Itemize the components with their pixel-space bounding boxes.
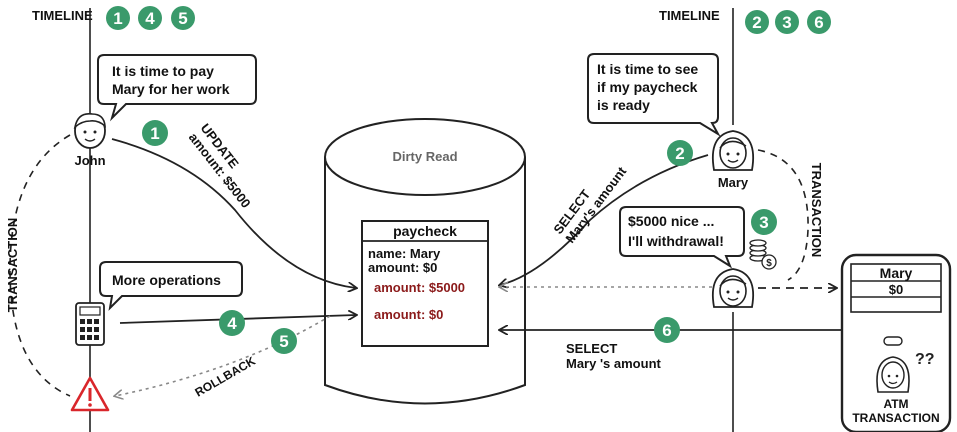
john-speech-bubble: It is time to pay Mary for her work [97, 54, 257, 122]
update-arrow [111, 138, 356, 288]
svg-text:6: 6 [814, 13, 823, 32]
mary-withdraw-line1: $5000 nice ... [628, 213, 714, 229]
rollback-arrow [115, 315, 331, 396]
atm-screen-amount: $0 [889, 282, 903, 297]
right-timeline: TIMELINE 2 3 6 [659, 8, 831, 432]
rollback-label: ROLLBACK [193, 354, 259, 400]
svg-text:4: 4 [145, 9, 155, 28]
svg-text:5: 5 [178, 9, 187, 28]
left-step-badge-4: 4 [138, 6, 162, 30]
mary-avatar-bottom-icon [712, 268, 754, 308]
john-avatar-icon [73, 112, 106, 149]
paycheck-table: paycheck name: Mary amount: $0 amount: $… [361, 220, 489, 347]
step-badge-6: 6 [654, 317, 680, 343]
select-arrow [500, 154, 709, 285]
step-badge-1: 1 [142, 120, 168, 146]
svg-text:1: 1 [150, 124, 159, 143]
svg-text:4: 4 [227, 314, 237, 333]
mary-speech-bubble: It is time to see if my paycheck is read… [587, 53, 721, 137]
paycheck-row-name: name: Mary [368, 246, 441, 261]
left-timeline: TIMELINE 1 4 5 [32, 6, 195, 432]
svg-text:$: $ [766, 258, 772, 269]
svg-text:3: 3 [782, 13, 791, 32]
left-transaction-label: TRANSACTION [5, 218, 20, 313]
paycheck-dirty-amount: amount: $5000 [374, 280, 465, 295]
atm-question-marks: ?? [915, 351, 935, 368]
step-badge-5: 5 [271, 328, 297, 354]
right-timeline-label: TIMELINE [659, 8, 720, 23]
mary-withdraw-bubble: $5000 nice ... I'll withdrawal! [619, 206, 745, 269]
svg-text:3: 3 [759, 213, 768, 232]
step-badge-3: 3 [751, 209, 777, 235]
warning-icon [70, 376, 110, 412]
more-operations-label: More operations [112, 272, 221, 288]
atm-label-line1: ATM [883, 397, 908, 411]
right-step-badge-3: 3 [775, 10, 799, 34]
svg-text:2: 2 [752, 13, 761, 32]
left-step-badge-5: 5 [171, 6, 195, 30]
mary-avatar-icon [712, 130, 754, 171]
paycheck-table-name: paycheck [393, 223, 457, 239]
more-operations-bubble: More operations [99, 261, 243, 311]
update-label: UPDATE amount: $5000 [186, 121, 254, 211]
mary-speech-line2: if my paycheck [597, 79, 698, 95]
select-label: SELECT Mary's amount [550, 163, 629, 245]
svg-text:2: 2 [675, 144, 684, 163]
mary-speech-line1: It is time to see [597, 61, 698, 77]
atm-select-line1: SELECT [566, 341, 617, 356]
left-step-badge-1: 1 [106, 6, 130, 30]
john-name-label: John [74, 153, 105, 168]
right-step-badge-6: 6 [807, 10, 831, 34]
dirty-read-title: Dirty Read [392, 149, 457, 164]
right-transaction-label: TRANSACTION [809, 163, 824, 258]
left-timeline-label: TIMELINE [32, 8, 93, 23]
atm-label-line2: TRANSACTION [852, 411, 939, 425]
paycheck-rolled-amount: amount: $0 [374, 307, 443, 322]
step-badge-2: 2 [667, 140, 693, 166]
right-transaction-arc [757, 149, 809, 281]
mary-name-label: Mary [718, 175, 749, 190]
svg-text:5: 5 [279, 332, 288, 351]
mary-speech-line3: is ready [597, 97, 650, 113]
john-speech-line1: It is time to pay [112, 63, 214, 79]
step-badge-4: 4 [219, 310, 245, 336]
john-speech-line2: Mary for her work [112, 81, 230, 97]
mary-withdraw-line2: I'll withdrawal! [628, 233, 724, 249]
atm-select-line2: Mary 's amount [566, 356, 662, 371]
right-step-badge-2: 2 [745, 10, 769, 34]
left-transaction-arc [9, 134, 71, 397]
atm-machine: Mary $0 ?? ATM TRANSACTION [840, 253, 952, 432]
svg-text:1: 1 [113, 9, 122, 28]
paycheck-row-amount: amount: $0 [368, 260, 437, 275]
svg-text:6: 6 [662, 321, 671, 340]
coins-icon: $ [749, 239, 777, 270]
atm-screen-name: Mary [880, 265, 913, 281]
calculator-icon [75, 302, 105, 346]
